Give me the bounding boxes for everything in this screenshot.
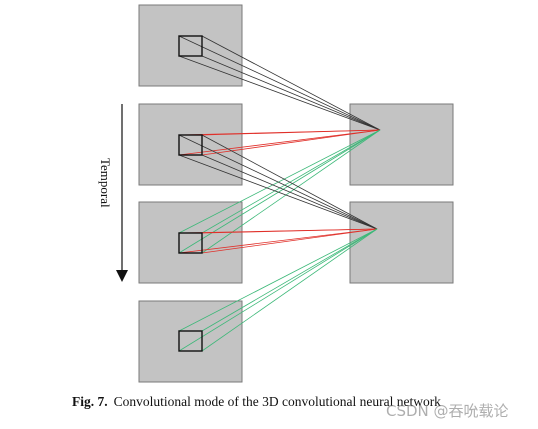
line-frame2-to-map1-2 <box>201 129 381 136</box>
connection-lines <box>178 35 381 352</box>
input-frame-3 <box>138 201 243 284</box>
line-frame4-to-map2-3 <box>178 228 378 352</box>
line-frame1-to-map1-1 <box>178 35 381 131</box>
line-frame3-to-map2-3 <box>178 228 378 254</box>
line-frame2-to-map2-4 <box>201 154 378 230</box>
temporal-label: Temporal <box>98 158 113 208</box>
kernel-box-4 <box>178 330 203 352</box>
line-frame4-to-map2-1 <box>178 228 378 332</box>
caption-text: Convolutional mode of the 3D convolution… <box>113 394 441 409</box>
line-frame1-to-map1-3 <box>178 55 381 131</box>
line-frame3-to-map2-2 <box>201 228 378 234</box>
figure-number: Fig. 7. <box>72 394 108 409</box>
line-frame1-to-map1-4 <box>201 55 381 131</box>
kernel-box-3 <box>178 232 203 254</box>
figure-caption: Fig. 7. Convolutional mode of the 3D conv… <box>72 394 441 410</box>
output-map-1 <box>349 103 454 186</box>
watermark: CSDN @吞吮载论 <box>386 402 509 420</box>
kernel-box-2 <box>178 134 203 156</box>
line-frame4-to-map2-4 <box>201 228 378 352</box>
line-frame3-to-map1-2 <box>201 129 381 234</box>
output-map-2 <box>349 201 454 284</box>
line-frame2-to-map2-2 <box>201 134 378 230</box>
line-frame1-to-map1-2 <box>201 35 381 131</box>
kernel-box-1 <box>178 35 203 57</box>
line-frame3-to-map1-1 <box>178 129 381 234</box>
line-frame4-to-map2-2 <box>201 228 378 332</box>
input-frame-2 <box>138 103 243 186</box>
line-frame2-to-map2-1 <box>178 134 378 230</box>
line-frame3-to-map2-4 <box>201 228 378 254</box>
line-frame2-to-map2-3 <box>178 154 378 230</box>
input-frame-4 <box>138 300 243 383</box>
